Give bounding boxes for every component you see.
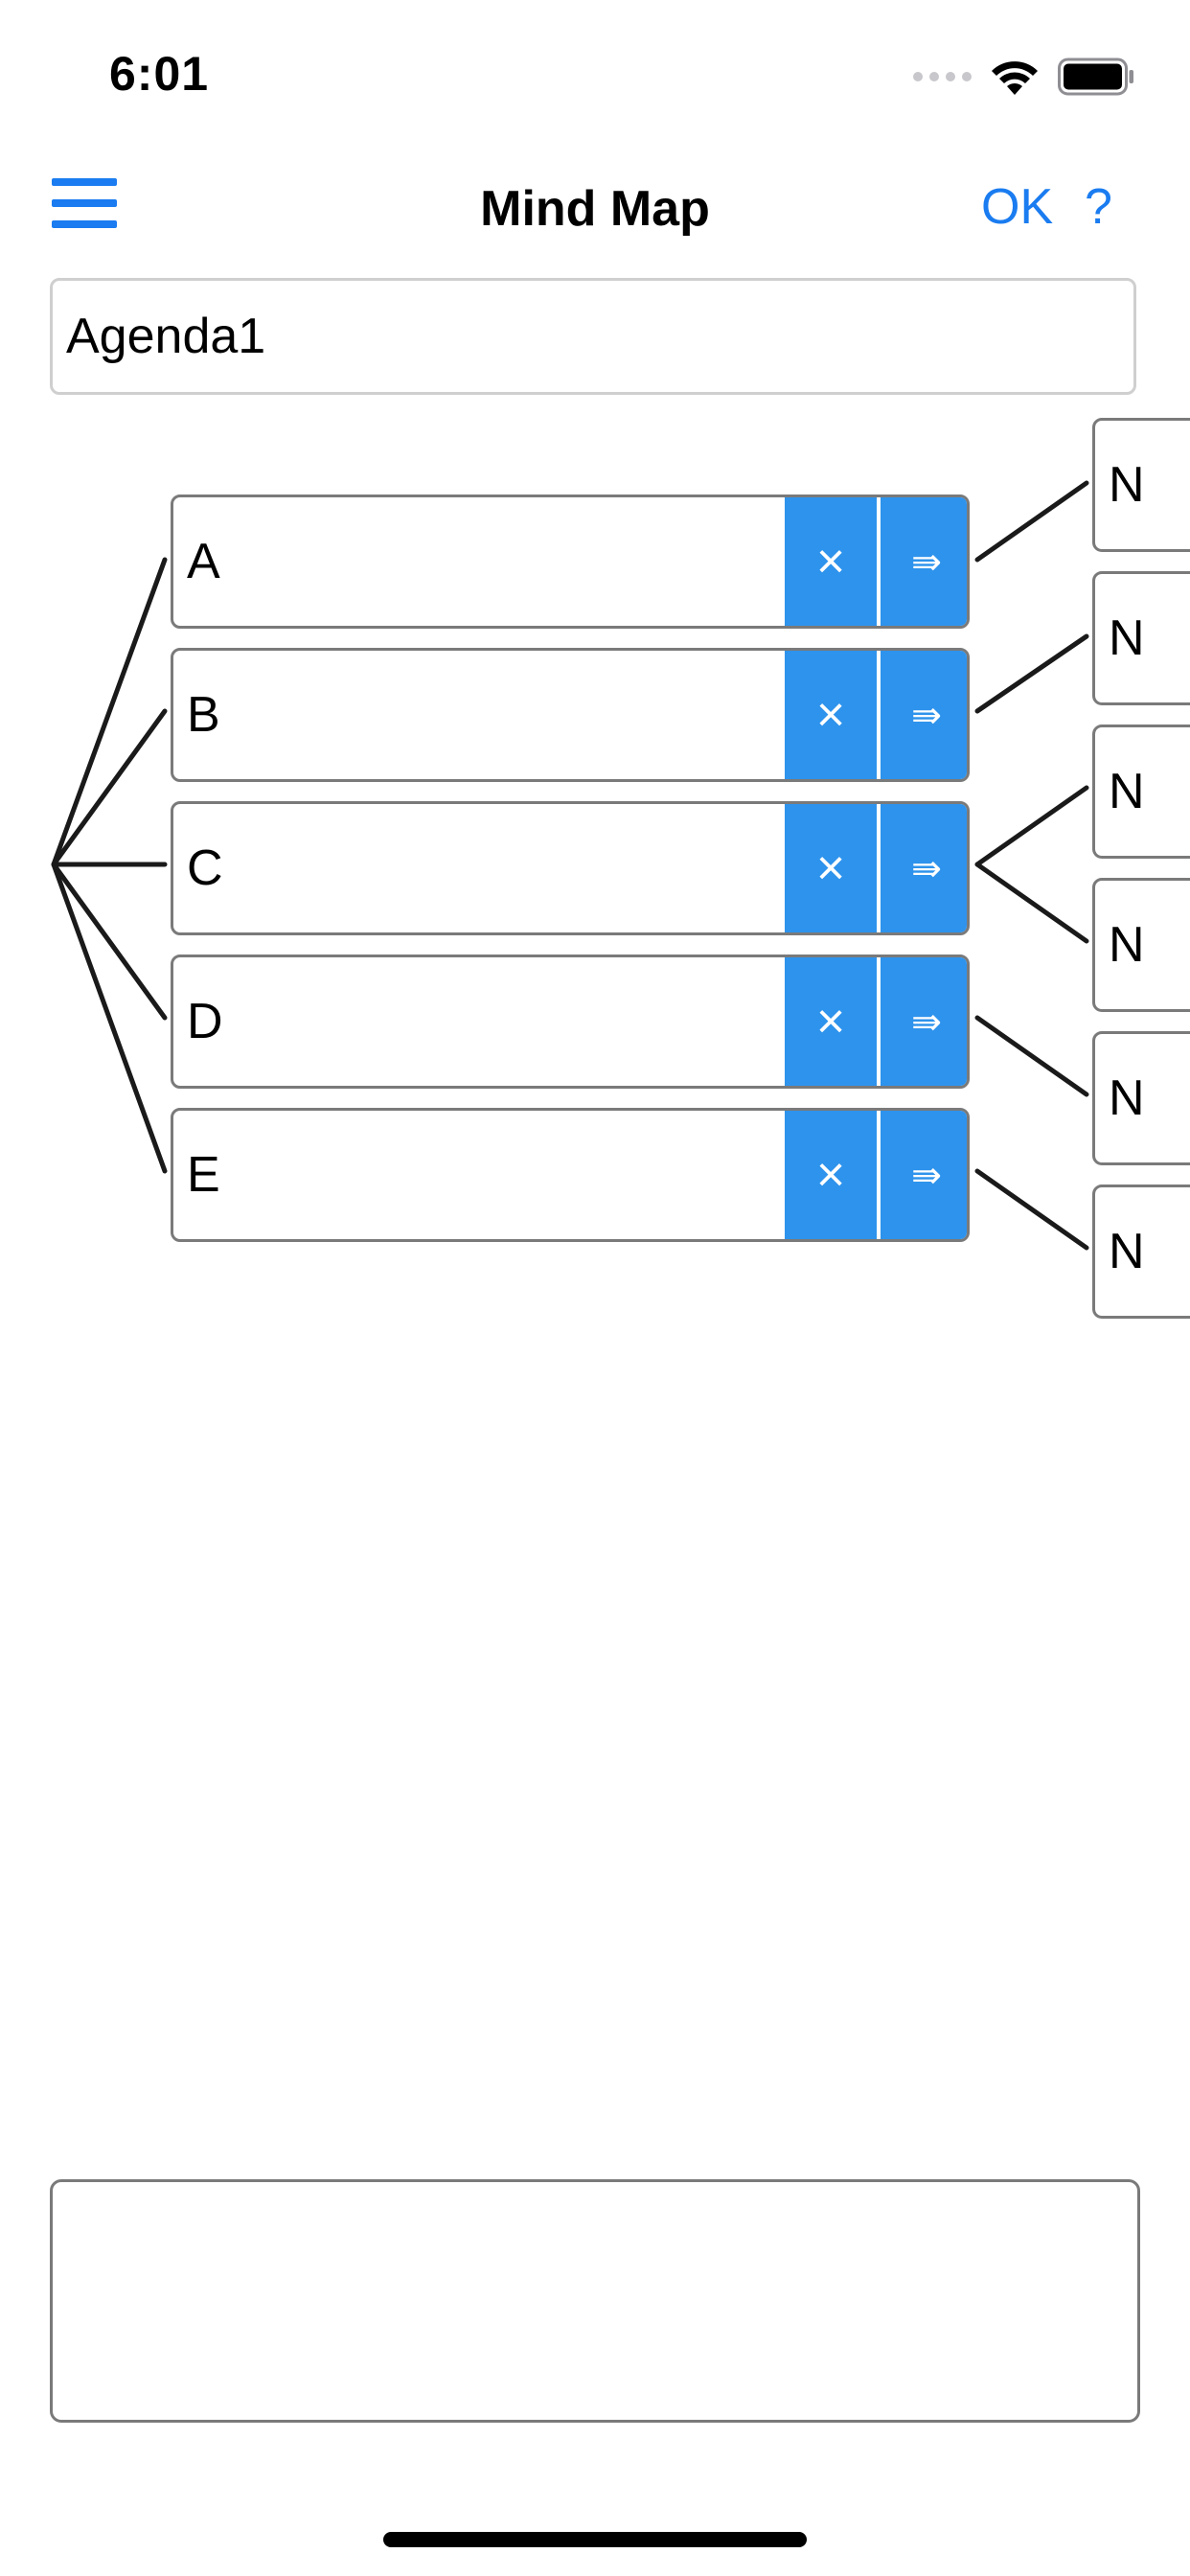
status-indicators: [913, 50, 1134, 104]
ok-button[interactable]: OK: [981, 179, 1054, 235]
delete-node-button[interactable]: ×: [785, 804, 877, 932]
node-label[interactable]: A: [187, 534, 220, 589]
delete-node-button[interactable]: ×: [785, 957, 877, 1086]
mind-map-node-a: A × ⇛: [171, 494, 970, 629]
connector-e-child: [974, 1168, 1089, 1251]
expand-node-button[interactable]: ⇛: [881, 1111, 967, 1239]
connector-c-child-2: [974, 862, 1089, 944]
mind-map-node-b: B × ⇛: [171, 648, 970, 782]
node-label[interactable]: B: [187, 687, 220, 743]
status-time: 6:01: [109, 47, 210, 101]
node-label[interactable]: C: [187, 840, 223, 896]
delete-node-button[interactable]: ×: [785, 497, 877, 626]
child-node[interactable]: N: [1092, 571, 1190, 705]
connector-root-d: [51, 862, 168, 1021]
child-node[interactable]: N: [1092, 878, 1190, 1012]
connector-a-child: [974, 480, 1089, 563]
child-node-label: N: [1109, 1070, 1145, 1126]
connector-c-child-1: [974, 785, 1089, 867]
battery-icon: [1058, 58, 1133, 96]
child-node[interactable]: N: [1092, 724, 1190, 859]
expand-node-button[interactable]: ⇛: [881, 651, 967, 779]
mind-map-node-d: D × ⇛: [171, 954, 970, 1089]
mind-map-node-c: C × ⇛: [171, 801, 970, 935]
wifi-icon: [992, 61, 1038, 95]
child-node-label: N: [1109, 457, 1145, 513]
page-title: Mind Map: [480, 181, 710, 237]
node-label[interactable]: D: [187, 994, 223, 1049]
child-node-label: N: [1109, 764, 1145, 819]
map-title-input[interactable]: [50, 278, 1136, 395]
connector-root-b: [51, 708, 168, 867]
child-node-label: N: [1109, 917, 1145, 973]
expand-node-button[interactable]: ⇛: [881, 497, 967, 626]
expand-node-button[interactable]: ⇛: [881, 957, 967, 1086]
hamburger-menu-icon[interactable]: [52, 178, 117, 232]
child-node[interactable]: N: [1092, 1184, 1190, 1319]
child-node-label: N: [1109, 1224, 1145, 1279]
delete-node-button[interactable]: ×: [785, 1111, 877, 1239]
child-node[interactable]: N: [1092, 418, 1190, 552]
delete-node-button[interactable]: ×: [785, 651, 877, 779]
connector-d-child: [974, 1015, 1089, 1097]
cellular-signal-icon: [913, 72, 972, 81]
notes-textarea[interactable]: [50, 2179, 1140, 2423]
child-node[interactable]: N: [1092, 1031, 1190, 1165]
node-label[interactable]: E: [187, 1147, 220, 1203]
connector-root-a: [51, 557, 168, 867]
mind-map-node-e: E × ⇛: [171, 1108, 970, 1242]
child-node-label: N: [1109, 610, 1145, 666]
expand-node-button[interactable]: ⇛: [881, 804, 967, 932]
home-indicator[interactable]: [383, 2532, 807, 2547]
connector-b-child: [974, 633, 1089, 714]
help-button[interactable]: ?: [1085, 179, 1112, 235]
connector-root-e: [51, 862, 168, 1174]
